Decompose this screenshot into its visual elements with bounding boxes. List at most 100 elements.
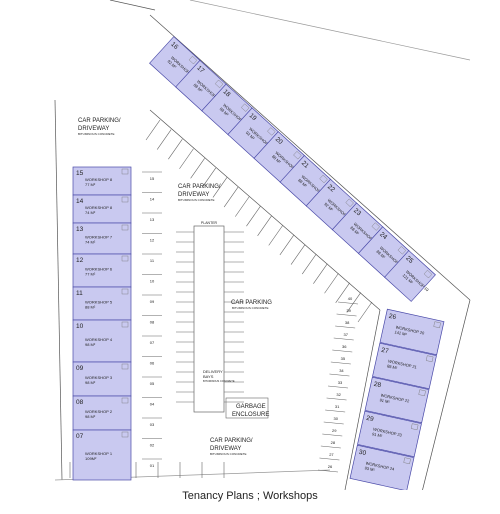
zone-delivery-bays: DELIVERY BAYS BITUMINOUS CONCRETE — [203, 369, 235, 383]
unit-area: 77 M² — [85, 272, 96, 277]
unit-outline — [72, 395, 132, 431]
parking-stall-number: 36 — [342, 344, 347, 349]
parking-stall-number: 37 — [343, 332, 348, 337]
right-boundary-line — [419, 299, 471, 501]
parking-stall-line — [329, 373, 350, 377]
unit-area: 88 M² — [193, 82, 204, 93]
unit-outline — [349, 444, 415, 492]
unit-outline — [72, 194, 132, 224]
unit-outline — [379, 308, 445, 356]
unit-name: WORKSHOP 8 — [85, 205, 113, 210]
parking-stall-line — [246, 206, 261, 227]
zone-sub: BITUMINOUS CONCRETE — [232, 306, 269, 310]
zone-sub: BITUMINOUS CONCRETE — [78, 132, 115, 136]
unit-number: 10 — [76, 323, 84, 330]
parking-stall-number: 29 — [332, 428, 337, 433]
parking-stall-number: 31 — [335, 404, 340, 409]
zone-title: CAR PARKING/ — [210, 438, 253, 444]
parking-stall-number: 03 — [150, 422, 155, 427]
parking-stall-line — [145, 119, 161, 141]
planter-label: PLANTER — [201, 221, 218, 225]
unit-name: WORKSHOP 6 — [85, 267, 113, 272]
unit-fixture — [121, 224, 129, 231]
unit-area: 88 M² — [387, 363, 399, 370]
parking-stall-line — [337, 301, 359, 305]
parking-stall-number: 13 — [150, 217, 155, 222]
unit-number: 20 — [274, 136, 284, 146]
parking-stall-number: 39 — [346, 308, 351, 313]
parking-stall-line — [330, 361, 351, 365]
parking-stall-number: 32 — [336, 392, 341, 397]
unit-fixture — [425, 355, 434, 363]
parking-stall-number: 01 — [150, 463, 155, 468]
unit-name: WORKSHOP 22 — [380, 392, 410, 403]
parking-stall-number: 10 — [150, 279, 155, 284]
unit-fixture — [121, 288, 129, 295]
parking-stall-line — [279, 234, 295, 256]
parking-stall-line — [357, 301, 373, 323]
unit-fixture — [121, 321, 129, 328]
parking-stall-number: 07 — [150, 340, 155, 345]
unit-area: 88 M² — [349, 225, 360, 236]
zone-garbage-enclosure: GARBAGE ENCLOSURE — [225, 397, 269, 419]
unit-outline — [72, 166, 132, 196]
unit-number: 09 — [76, 365, 84, 372]
parking-stall-line — [268, 225, 283, 246]
unit-fixture — [371, 222, 380, 231]
top-corner-line — [109, 0, 156, 11]
parking-stall-number: 08 — [150, 320, 155, 325]
unit-area: 98 M² — [85, 380, 96, 385]
parking-stall-number: 35 — [341, 356, 346, 361]
parking-stall-line — [333, 337, 354, 341]
parking-stall-number: 14 — [150, 197, 155, 202]
parking-stall-line — [190, 158, 205, 179]
parking-stall-line — [290, 244, 306, 265]
top-boundary-line — [149, 14, 471, 301]
unit-area: 88 M² — [297, 178, 308, 189]
zone-title: GARBAGE — [236, 404, 266, 410]
top-right-line — [189, 0, 471, 61]
zone-title-2: ENCLOSURE — [232, 412, 269, 418]
unit-number: 13 — [76, 226, 84, 233]
unit-number: 26 — [388, 313, 397, 321]
unit-fixture — [121, 397, 129, 404]
unit-area: 98 M² — [85, 414, 96, 419]
parking-stall-line — [179, 148, 194, 169]
unit-fixture — [345, 198, 354, 207]
parking-stall-number: 02 — [150, 443, 155, 448]
parking-stall-number: 38 — [345, 320, 350, 325]
zone-title: CAR PARKING/ — [178, 184, 221, 190]
parking-stall-line — [323, 421, 344, 425]
parking-stall-line — [335, 325, 356, 329]
zone-title: DELIVERY — [203, 369, 223, 374]
parking-stall-line — [327, 385, 349, 389]
unit-name: WORKSHOP 24 — [365, 460, 395, 471]
parking-stall-line — [336, 313, 357, 317]
left-boundary-line — [54, 99, 63, 481]
unit-number: 24 — [378, 231, 388, 241]
unit-fixture — [433, 321, 441, 329]
parking-stall-line — [320, 445, 341, 449]
parking-stall-line — [324, 273, 339, 294]
zone-title-2: BAYS — [203, 374, 214, 379]
unit-name: WORKSHOP 1 — [85, 451, 113, 456]
parking-stall-line — [156, 129, 172, 150]
unit-number: 22 — [326, 183, 336, 193]
unit-name: WORKSHOP 20 — [395, 324, 425, 335]
parking-stall-line — [257, 215, 272, 236]
